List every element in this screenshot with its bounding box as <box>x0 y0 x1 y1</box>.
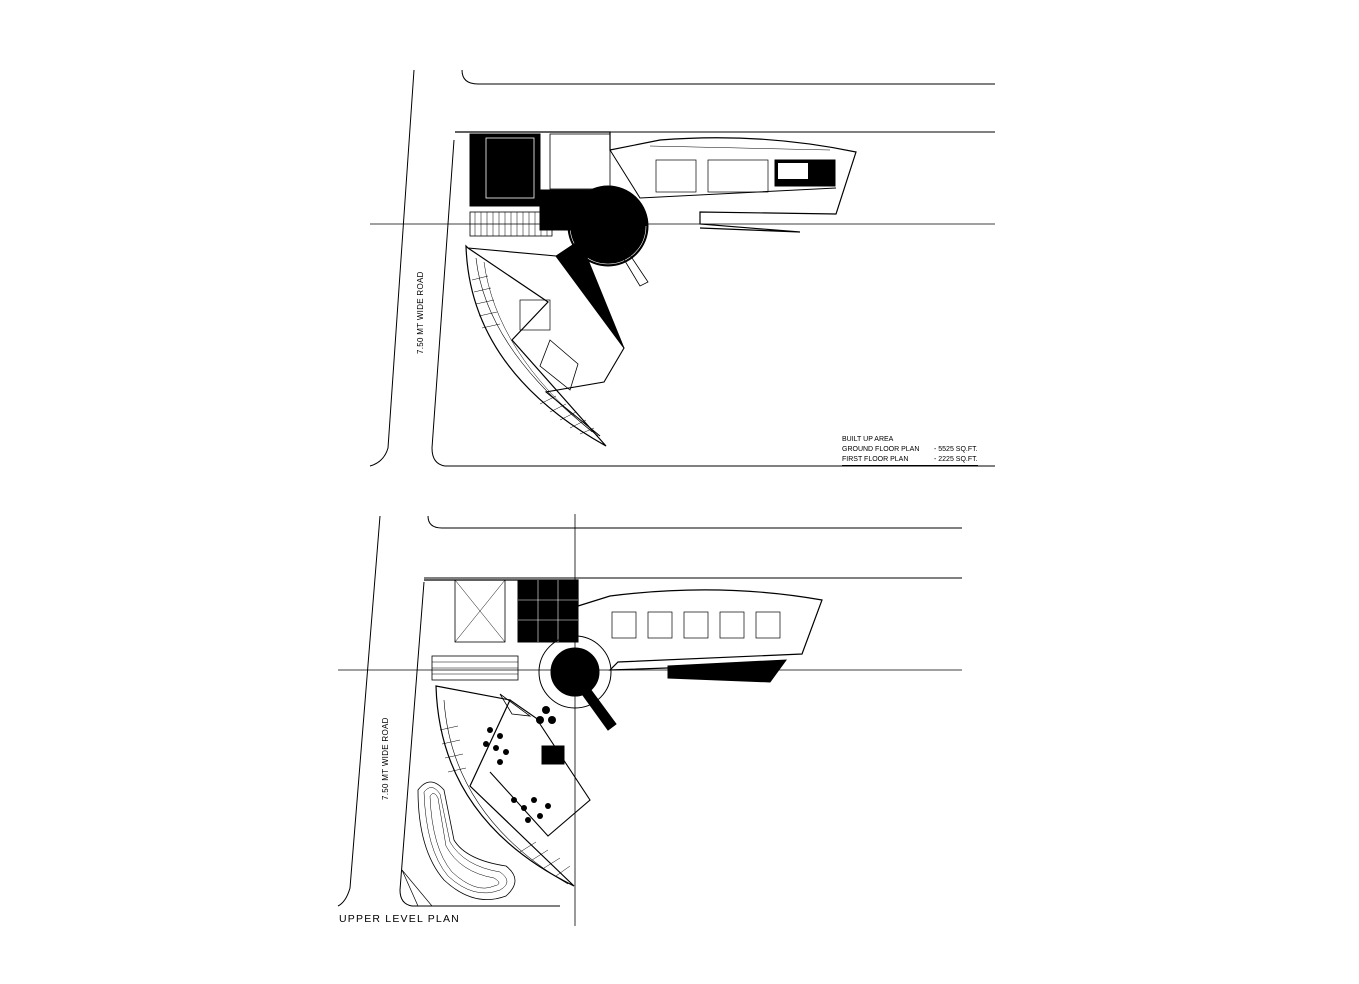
building-top-wing <box>455 131 857 233</box>
road-edge-left <box>369 69 415 467</box>
area-row-label: GROUND FLOOR PLAN <box>842 446 920 453</box>
area-table-heading: BUILT UP AREA <box>842 435 978 445</box>
area-row-label: FIRST FLOOR PLAN <box>842 456 909 463</box>
area-heading-text: BUILT UP AREA <box>842 436 894 443</box>
area-row-first: FIRST FLOOR PLAN - 2225 SQ.FT. <box>842 455 978 466</box>
area-row-value: - 2225 SQ.FT. <box>934 456 978 463</box>
built-up-area-table: BUILT UP AREA GROUND FLOOR PLAN - 5525 S… <box>842 435 978 466</box>
upper-level-plan-title: UPPER LEVEL PLAN <box>339 913 460 925</box>
area-row-ground: GROUND FLOOR PLAN - 5525 SQ.FT. <box>842 445 978 455</box>
upper-level-plan <box>337 514 962 926</box>
landscape-pond <box>417 781 516 900</box>
circular-lobby-2 <box>538 635 612 709</box>
road-label-bottom: 7.50 MT WIDE ROAD <box>381 717 390 800</box>
road-edge-left-2 <box>337 515 381 907</box>
road-edge-inner <box>431 139 995 467</box>
road-label-top: 7.50 MT WIDE ROAD <box>416 271 425 354</box>
ground-floor-plan <box>369 69 995 467</box>
road-edge-inner-2 <box>399 581 560 907</box>
road-edge-top-2 <box>427 515 962 529</box>
road-edge-top <box>461 69 995 85</box>
parking-block <box>469 133 541 207</box>
area-row-value: - 5525 SQ.FT. <box>934 446 978 453</box>
